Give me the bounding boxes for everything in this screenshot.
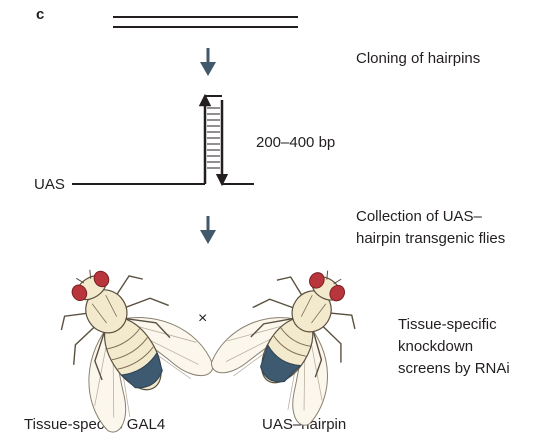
down-arrow-icon xyxy=(200,216,216,244)
fly-gal4-icon xyxy=(29,240,216,435)
down-arrow-icon xyxy=(200,48,216,76)
uas-hairpin-construct xyxy=(72,96,254,184)
dna-double-strand xyxy=(113,17,298,27)
fly-uas-hairpin-icon xyxy=(208,244,385,429)
